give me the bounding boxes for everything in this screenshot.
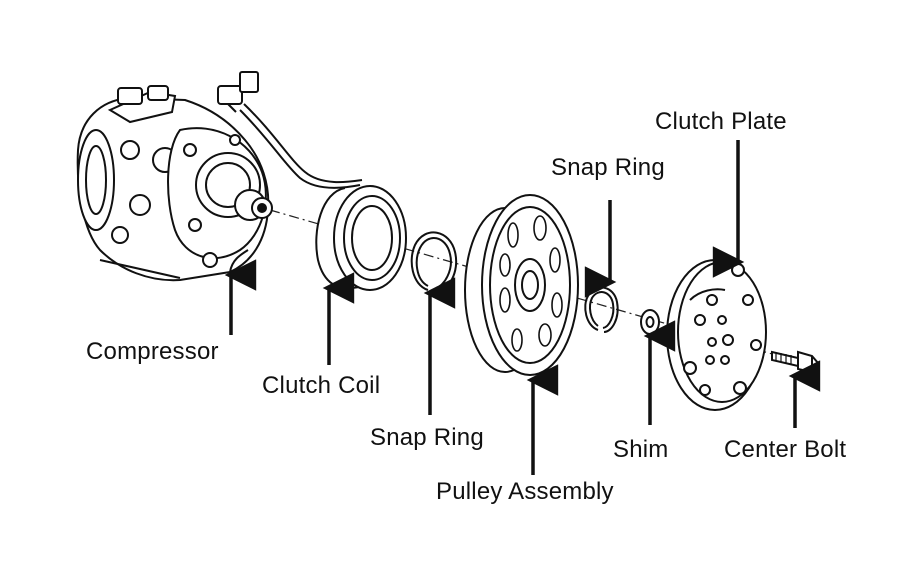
label-center-bolt: Center Bolt	[724, 436, 847, 463]
clutch-coil-part	[315, 185, 407, 291]
label-clutch-coil: Clutch Coil	[262, 372, 381, 399]
clutch-plate-part	[666, 259, 767, 411]
pulley-assembly-part	[464, 194, 579, 376]
shim-part	[640, 309, 660, 335]
label-clutch-plate: Clutch Plate	[655, 108, 787, 135]
compressor-part	[76, 85, 273, 282]
label-shim: Shim	[613, 436, 669, 463]
center-bolt-part	[771, 350, 820, 374]
snap-ring-left-part	[410, 231, 458, 293]
label-pulley-assembly: Pulley Assembly	[436, 478, 614, 505]
callout-arrows	[224, 140, 821, 475]
label-compressor: Compressor	[86, 338, 219, 365]
snap-ring-right-part	[584, 286, 619, 333]
label-snap-ring-right: Snap Ring	[551, 154, 665, 181]
label-snap-ring-left: Snap Ring	[370, 424, 484, 451]
